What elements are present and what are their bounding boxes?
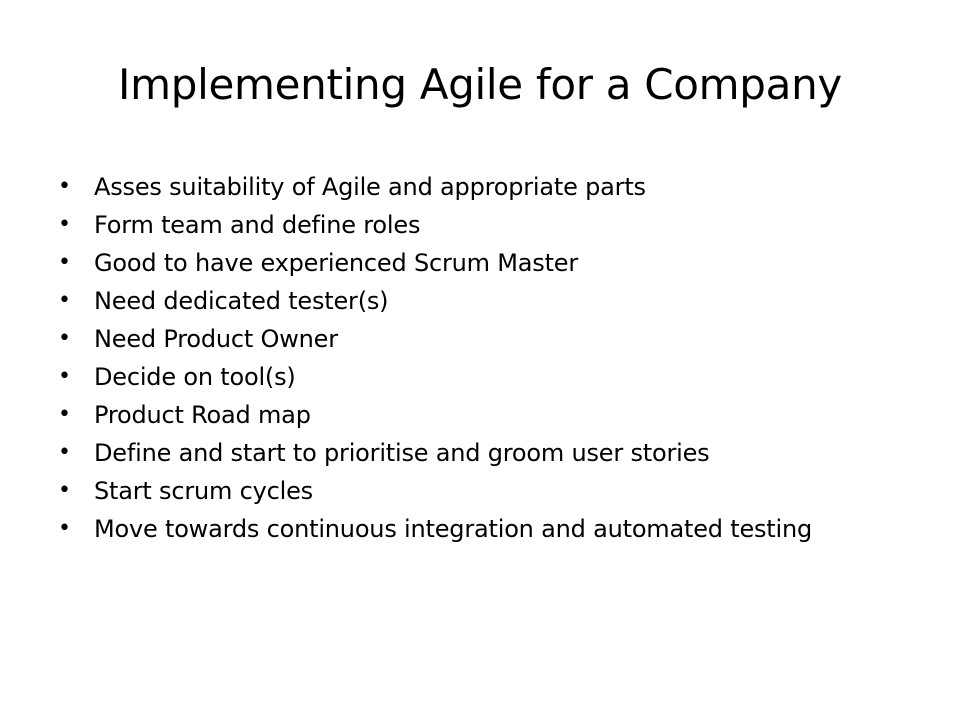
bullet-icon: • bbox=[58, 478, 71, 503]
bullet-text: Product Road map bbox=[94, 401, 311, 429]
bullet-text: Asses suitability of Agile and appropria… bbox=[94, 173, 646, 201]
bullet-text: Move towards continuous integration and … bbox=[94, 515, 813, 543]
list-item: • Start scrum cycles bbox=[58, 477, 908, 505]
bullet-list: • Asses suitability of Agile and appropr… bbox=[58, 173, 908, 553]
bullet-icon: • bbox=[58, 288, 71, 313]
list-item: • Good to have experienced Scrum Master bbox=[58, 249, 908, 277]
list-item: • Need Product Owner bbox=[58, 325, 908, 353]
bullet-icon: • bbox=[58, 440, 71, 465]
bullet-icon: • bbox=[58, 250, 71, 275]
list-item: • Move towards continuous integration an… bbox=[58, 515, 908, 543]
bullet-text: Form team and define roles bbox=[94, 211, 421, 239]
bullet-text: Need Product Owner bbox=[94, 325, 338, 353]
bullet-icon: • bbox=[58, 326, 71, 351]
bullet-text: Need dedicated tester(s) bbox=[94, 287, 389, 315]
list-item: • Need dedicated tester(s) bbox=[58, 287, 908, 315]
bullet-icon: • bbox=[58, 212, 71, 237]
list-item: • Product Road map bbox=[58, 401, 908, 429]
bullet-text: Decide on tool(s) bbox=[94, 363, 296, 391]
slide-title: Implementing Agile for a Company bbox=[118, 60, 842, 109]
list-item: • Asses suitability of Agile and appropr… bbox=[58, 173, 908, 201]
bullet-text: Start scrum cycles bbox=[94, 477, 313, 505]
bullet-icon: • bbox=[58, 174, 71, 199]
list-item: • Decide on tool(s) bbox=[58, 363, 908, 391]
bullet-text: Good to have experienced Scrum Master bbox=[94, 249, 579, 277]
bullet-text: Define and start to prioritise and groom… bbox=[94, 439, 710, 467]
bullet-icon: • bbox=[58, 364, 71, 389]
bullet-icon: • bbox=[58, 516, 71, 541]
bullet-icon: • bbox=[58, 402, 71, 427]
list-item: • Define and start to prioritise and gro… bbox=[58, 439, 908, 467]
list-item: • Form team and define roles bbox=[58, 211, 908, 239]
